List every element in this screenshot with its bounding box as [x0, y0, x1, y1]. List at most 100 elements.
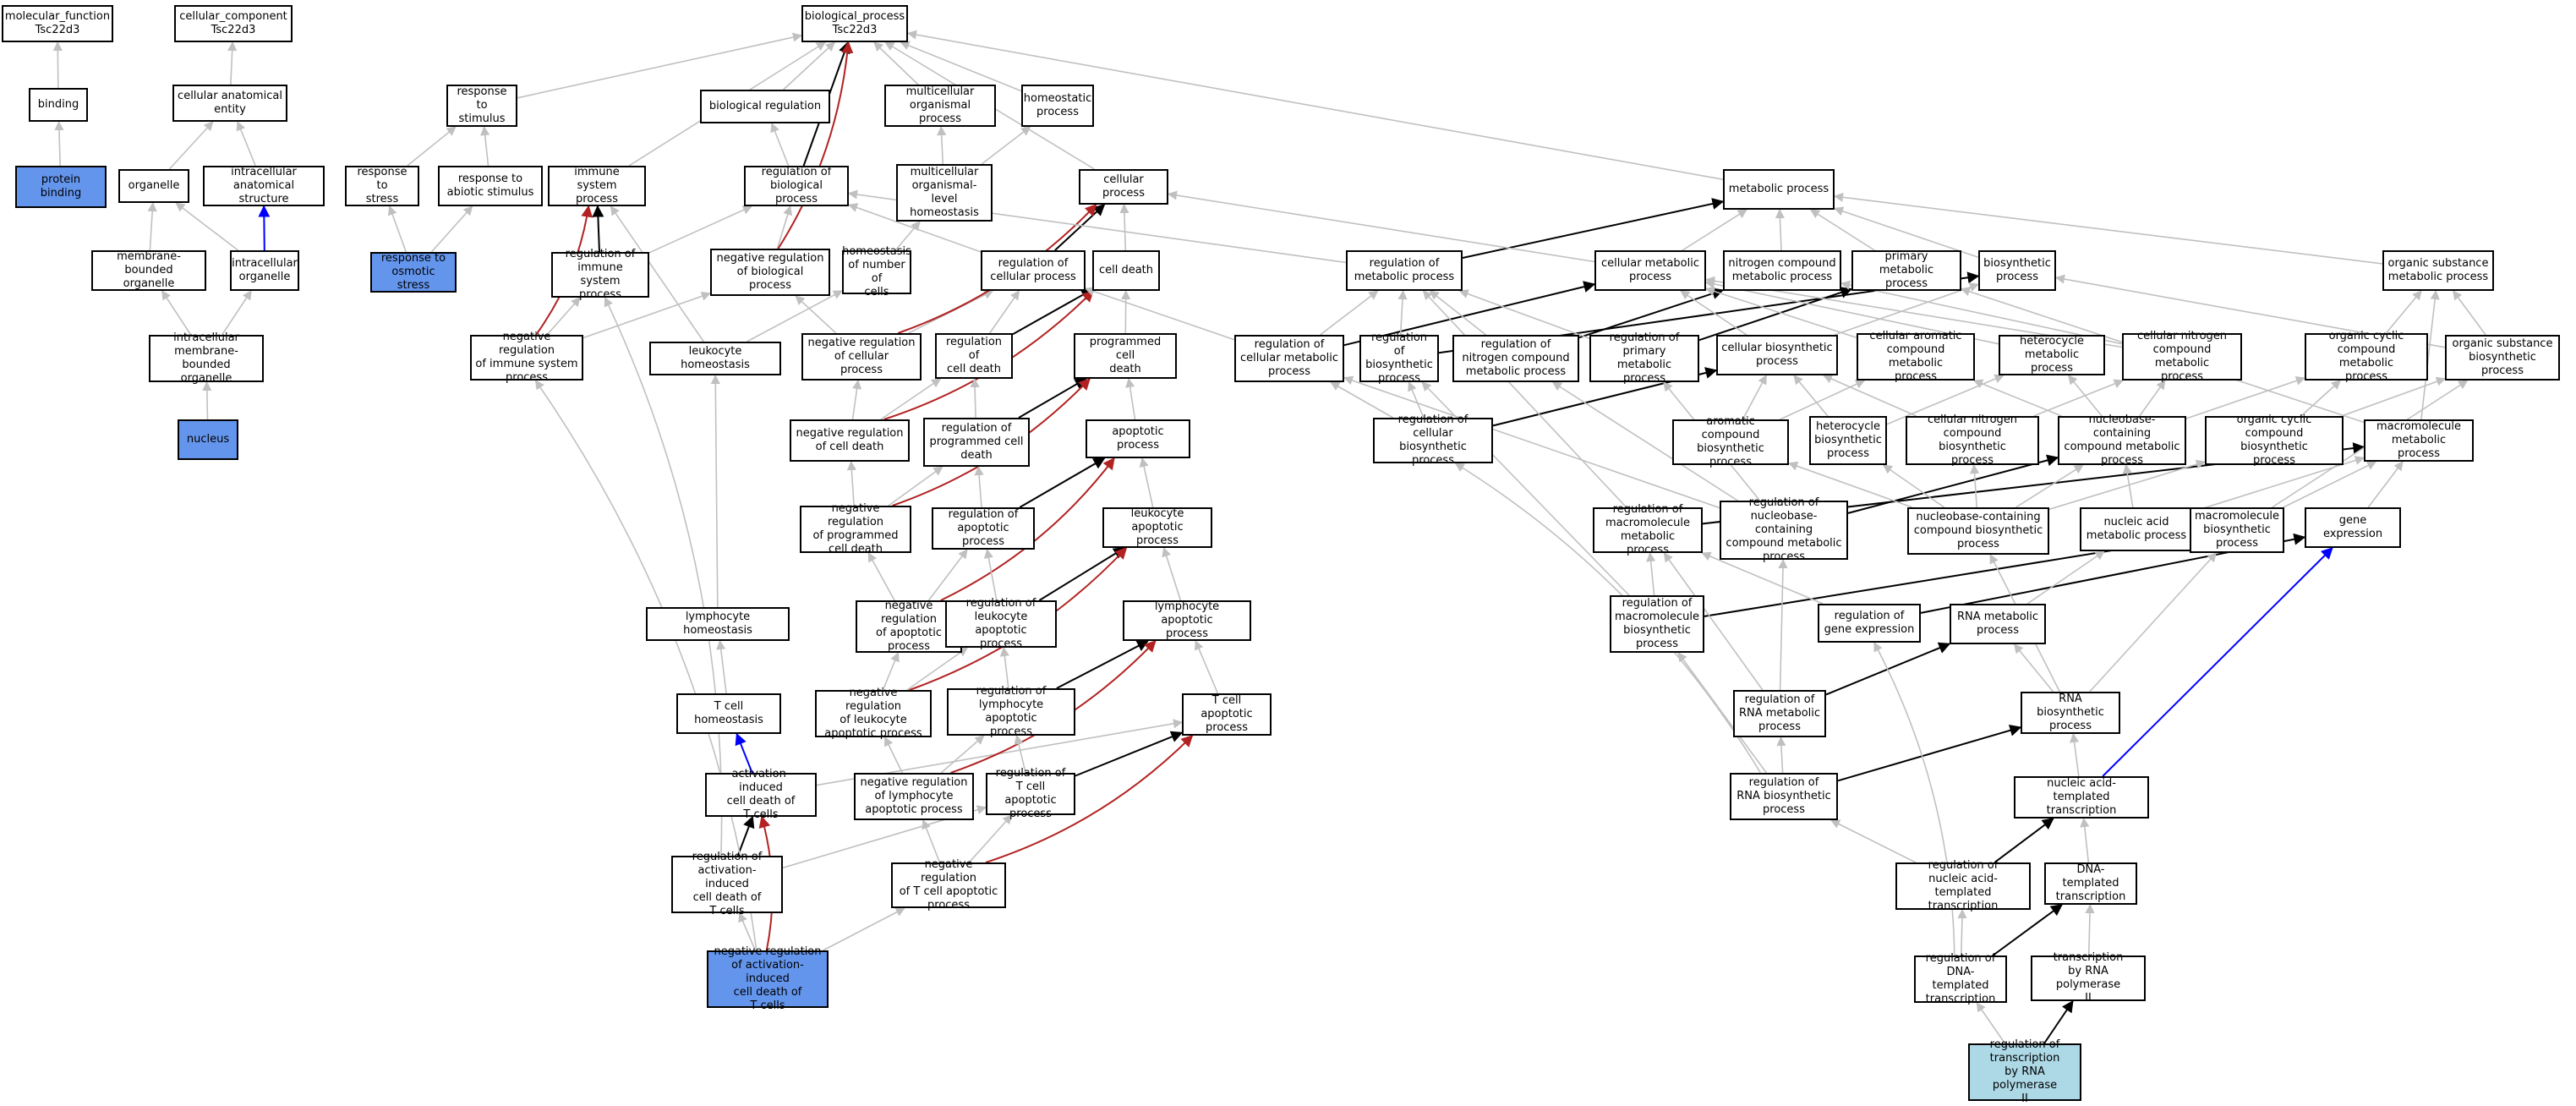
term-node: negative regulation of immune system pro…	[470, 331, 583, 384]
term-node: response to stimulus	[446, 85, 517, 127]
is-a-edge	[823, 907, 905, 951]
term-node: gene expression	[2305, 507, 2401, 548]
is-a-edge	[894, 221, 921, 251]
is-a-edge	[168, 121, 214, 170]
is-a-edge	[147, 201, 157, 251]
term-node: regulation of leukocyte apoptotic proces…	[945, 597, 1057, 650]
is-a-edge	[1167, 190, 1595, 263]
negatively-regulates-edge	[777, 41, 854, 249]
term-node: response to abiotic stimulus	[438, 166, 543, 206]
is-a-edge	[1976, 1002, 2006, 1044]
term-node: negative regulation of lymphocyte apopto…	[854, 773, 974, 820]
is-a-edge	[2089, 552, 2218, 693]
term-node: T cell homeostasis	[676, 693, 781, 734]
term-node: nucleobase-containing compound metabolic…	[2058, 413, 2186, 467]
term-label: regulation of apoptotic process	[948, 508, 1019, 548]
term-label: cellular nitrogen compound biosynthetic …	[1927, 413, 2018, 467]
is-a-edge	[2067, 375, 2103, 417]
is-a-edge	[648, 205, 753, 254]
is-a-edge	[981, 126, 1031, 165]
term-label: cellular anatomical entity	[178, 90, 282, 116]
is-a-edge	[221, 290, 252, 336]
is-a-edge	[906, 30, 1724, 180]
is-a-edge	[1162, 546, 1182, 601]
is-a-edge	[236, 120, 256, 167]
term-node: nucleobase-containing compound biosynthe…	[1907, 507, 2049, 555]
term-label: negative regulation of T cell apoptotic …	[899, 858, 998, 912]
term-label: cell death	[1098, 264, 1154, 276]
term-node: apoptotic process	[1086, 419, 1190, 458]
term-node: nucleus	[178, 419, 238, 460]
is-a-edge	[1833, 192, 2383, 265]
term-label: transcription by RNA polymerase II	[2053, 951, 2124, 1005]
term-label: nucleobase-containing compound metabolic…	[2064, 413, 2180, 467]
term-label: DNA-templated transcription	[2055, 863, 2126, 903]
term-node: regulation of nucleic acid-templated tra…	[1895, 859, 2031, 912]
term-label: negative regulation of activation-induce…	[714, 945, 822, 1012]
part-of-edge	[258, 205, 271, 251]
is-a-edge	[2300, 380, 2342, 417]
is-a-edge	[1320, 290, 1379, 336]
is-a-edge	[867, 552, 895, 601]
is-a-edge	[1429, 290, 1486, 336]
term-label: regulation of gene expression	[1824, 610, 1915, 636]
is-a-edge	[1793, 375, 1829, 417]
term-label: lymphocyte homeostasis	[683, 610, 752, 637]
is-a-edge	[1014, 734, 1026, 774]
term-label: cellular biosynthetic process	[1721, 342, 1833, 368]
term-label: response to abiotic stimulus	[446, 172, 534, 199]
is-a-edge	[1886, 374, 2004, 425]
is-a-edge	[2367, 461, 2404, 508]
is-a-edge	[227, 41, 238, 85]
is-a-edge	[175, 202, 239, 251]
is-a-edge	[847, 203, 982, 253]
term-node: cellular_component Tsc22d3	[174, 5, 293, 42]
regulates-edge	[1075, 731, 1184, 777]
is-a-edge	[1701, 551, 1824, 605]
is-a-edge	[1873, 642, 1955, 956]
is-a-edge	[1778, 558, 1788, 691]
term-node: nucleic acid-templated transcription	[2014, 776, 2149, 819]
term-node: heterocycle metabolic process	[1999, 335, 2105, 375]
is-a-edge	[900, 41, 1022, 92]
is-a-edge	[202, 381, 212, 420]
is-a-edge	[873, 41, 919, 85]
term-label: cellular process	[1102, 173, 1145, 200]
term-node: negative regulation of cellular process	[801, 333, 922, 381]
term-label: regulation of cellular biosynthetic proc…	[1397, 413, 1468, 467]
term-label: multicellular organismal-level homeostas…	[910, 166, 979, 219]
term-node: homeostasis of number of cells	[842, 245, 911, 298]
term-label: organic substance biosynthetic process	[2452, 337, 2553, 377]
term-label: immune system process	[574, 166, 620, 205]
term-label: biological_process Tsc22d3	[804, 10, 905, 36]
is-a-edge	[738, 912, 757, 951]
term-node: regulation of macromolecule biosynthetic…	[1610, 595, 1704, 653]
is-a-edge	[1882, 464, 1945, 508]
is-a-edge	[1780, 380, 1866, 420]
term-node: regulation of immune system process	[551, 248, 649, 301]
is-a-edge	[2033, 379, 2124, 417]
is-a-edge	[2139, 380, 2166, 417]
term-node: intracellular anatomical structure	[203, 166, 325, 206]
term-node: regulation of cellular biosynthetic proc…	[1373, 413, 1493, 467]
is-a-edge	[1421, 381, 1630, 596]
is-a-edge	[1422, 290, 1627, 508]
term-label: intracellular organelle	[232, 257, 298, 283]
term-node: organic substance metabolic process	[2382, 250, 2494, 291]
term-label: regulation of programmed cell death	[929, 422, 1024, 462]
term-label: organic cyclic compound biosynthetic pro…	[2236, 413, 2312, 467]
is-a-edge	[1787, 461, 1913, 508]
is-a-edge	[846, 460, 856, 506]
regulates-edge	[1054, 204, 1106, 251]
is-a-edge	[1125, 377, 1136, 420]
term-label: negative regulation of apoptotic process	[876, 600, 942, 653]
term-node: nucleic acid metabolic process	[2080, 507, 2193, 551]
term-label: heterocycle metabolic process	[2020, 335, 2084, 375]
term-label: response to stimulus	[457, 85, 507, 125]
term-label: regulation of nucleobase-containing comp…	[1726, 496, 1842, 563]
is-a-edge	[716, 639, 727, 694]
term-node: negative regulation of T cell apoptotic …	[891, 858, 1006, 912]
term-label: negative regulation of immune system pro…	[475, 331, 578, 384]
is-a-edge	[1121, 289, 1131, 334]
